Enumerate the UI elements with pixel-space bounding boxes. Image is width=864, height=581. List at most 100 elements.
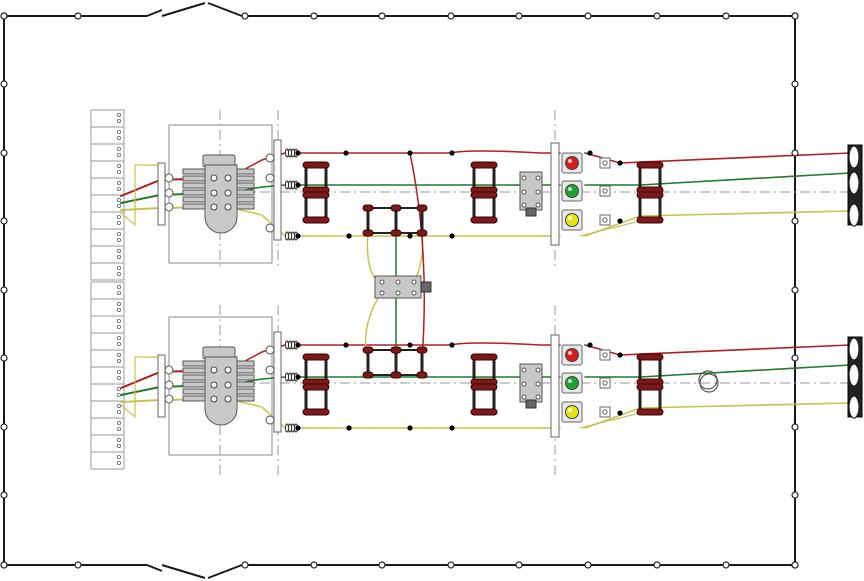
end-connector-socket	[848, 203, 860, 227]
terminal-strip-icon	[90, 245, 125, 264]
relay-pin	[521, 189, 527, 195]
socket-icon	[164, 380, 174, 390]
rail-clip-icon	[636, 216, 664, 224]
indicator-dot	[602, 409, 608, 415]
motor-terminal	[210, 366, 218, 374]
red-output-wire	[584, 344, 851, 356]
rail-clip-icon	[416, 371, 428, 379]
junction-dot-icon	[295, 342, 301, 348]
terminal-screw	[117, 265, 122, 270]
relay-pin	[535, 367, 541, 373]
junction-dot-icon	[295, 150, 301, 156]
motor-terminal	[224, 174, 232, 182]
motor-fin	[182, 182, 206, 189]
connector-plug-icon	[157, 162, 166, 226]
relay-pin	[521, 367, 527, 373]
terminal-strip-icon	[90, 315, 125, 334]
terminal-screw	[117, 403, 122, 408]
frame-node-right	[791, 423, 799, 431]
relay-pin	[535, 189, 541, 195]
frame-node-right	[791, 561, 799, 569]
terminal-screw	[117, 409, 122, 414]
terminal-strip-icon	[90, 349, 125, 368]
relay-pin	[521, 202, 527, 208]
junction-dot-icon	[449, 150, 455, 156]
junction-dot-icon	[407, 342, 413, 348]
motor-fin	[182, 360, 206, 367]
motor-terminal	[224, 395, 232, 403]
rail-clip-icon	[470, 216, 498, 224]
motor-terminal	[210, 189, 218, 197]
junction-dot-icon	[295, 374, 301, 380]
junction-box-pin	[411, 279, 417, 285]
terminal-screw	[117, 169, 122, 174]
terminal-strip-icon	[90, 298, 125, 317]
yellow-cross-wire	[366, 231, 379, 283]
motor-terminal	[210, 174, 218, 182]
socket-icon	[265, 153, 275, 163]
motor-housing	[204, 356, 238, 426]
socket-icon	[164, 202, 174, 212]
indicator-dot	[602, 188, 608, 194]
relay-foot	[525, 207, 537, 217]
terminal-screw	[117, 186, 122, 191]
motor-fin	[182, 381, 206, 388]
terminal-screw	[117, 454, 122, 459]
motor-fin	[182, 168, 206, 175]
rail-clip-icon	[470, 191, 498, 199]
motor-terminal	[210, 203, 218, 211]
rail-clip-icon	[390, 229, 402, 237]
junction-dot-icon	[617, 218, 623, 224]
junction-dot-icon	[617, 410, 623, 416]
frame-node-bottom	[584, 561, 592, 569]
yellow-output-wire	[584, 402, 851, 429]
junction-dot-icon	[295, 425, 301, 431]
junction-box-pin	[395, 279, 401, 285]
terminal-screw	[117, 284, 122, 289]
socket-icon	[164, 173, 174, 183]
frame-node-right	[791, 80, 799, 88]
frame-node-left	[0, 423, 8, 431]
frame-node-bottom	[74, 561, 82, 569]
socket-icon	[265, 345, 275, 355]
indicator-dot	[602, 352, 608, 358]
rail-clip-icon	[362, 371, 374, 379]
signal-strip	[550, 142, 560, 246]
frame-node-left	[0, 217, 8, 225]
rail-clip-icon	[470, 383, 498, 391]
frame-node-top	[584, 12, 592, 20]
frame-switch-top-a	[146, 9, 163, 17]
terminal-strip-icon	[90, 262, 125, 281]
signal-lamp-icon	[565, 405, 579, 419]
terminal-screw	[117, 392, 122, 397]
rail-clip-icon	[302, 191, 330, 199]
motor-fin	[182, 374, 206, 381]
terminal-strip-icon	[90, 143, 125, 162]
rail-clip-icon	[362, 346, 374, 354]
terminal-screw	[117, 248, 122, 253]
red-main-wire	[297, 342, 561, 346]
motor-fin	[182, 388, 206, 395]
lamp-glare	[568, 379, 572, 383]
rail-clip-icon	[362, 229, 374, 237]
socket-icon	[265, 223, 275, 233]
frame-node-bottom	[378, 561, 386, 569]
terminal-screw	[117, 135, 122, 140]
green-output-wire	[584, 172, 851, 186]
motor-fin	[182, 189, 206, 196]
relay-pin	[521, 175, 527, 181]
frame-node-left	[0, 149, 8, 157]
lamp-glare	[568, 408, 572, 412]
junction-dot-icon	[343, 342, 349, 348]
terminal-screw	[117, 386, 122, 391]
end-connector-socket	[848, 145, 860, 169]
signal-lamp-icon	[565, 213, 579, 227]
motor-terminal	[224, 203, 232, 211]
terminal-screw	[117, 341, 122, 346]
junction-dot-icon	[449, 425, 455, 431]
frame-node-right	[791, 354, 799, 362]
terminal-screw	[117, 420, 122, 425]
frame-node-top	[74, 12, 82, 20]
motor-terminal	[224, 189, 232, 197]
rail-clip-icon	[362, 204, 374, 212]
